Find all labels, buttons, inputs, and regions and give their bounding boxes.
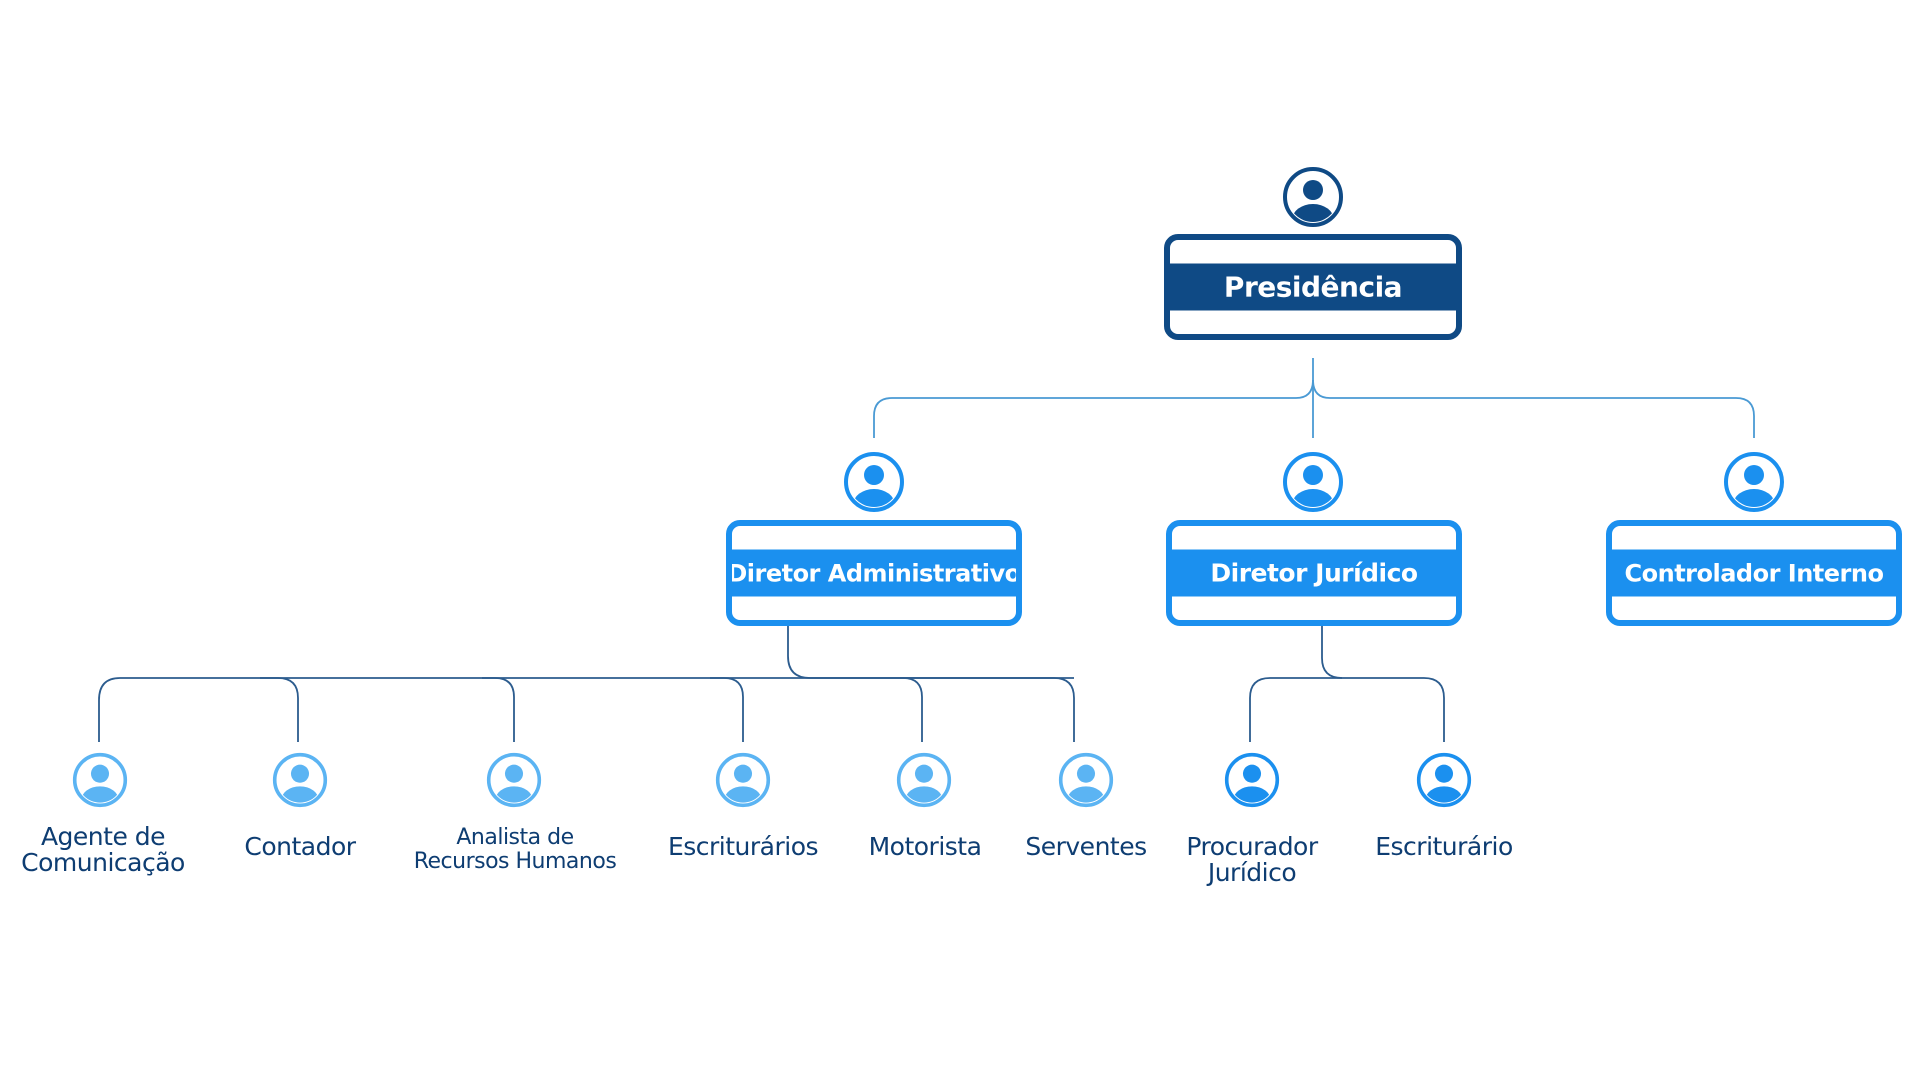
- connector-admin: [900, 677, 923, 742]
- staff-label-motorista: Motorista: [868, 832, 982, 861]
- connector-top: [873, 358, 1314, 438]
- user-icon: [1416, 752, 1472, 808]
- connector-top: [1312, 379, 1755, 438]
- user-icon: [1058, 752, 1114, 808]
- connector-admin: [482, 677, 515, 742]
- user-icon: [1282, 166, 1344, 228]
- staff-label-contador: Contador: [244, 832, 356, 861]
- user-icon: [715, 752, 771, 808]
- connector-admin: [710, 677, 744, 742]
- user-icon: [272, 752, 328, 808]
- connector-admin: [260, 677, 299, 742]
- staff-label-analista-rh: Analista de Recursos Humanos: [413, 825, 617, 874]
- connector-admin: [98, 677, 1074, 742]
- staff-label-escriturarios: Escriturários: [667, 832, 819, 861]
- controlador-interno-box[interactable]: Controlador Interno: [1606, 520, 1902, 626]
- presidencia-label: Presidência: [1170, 263, 1456, 311]
- user-icon: [843, 451, 905, 513]
- presidencia-box[interactable]: Presidência: [1164, 234, 1462, 340]
- staff-label-procurador-juridico: Procurador Jurídico: [1186, 832, 1318, 887]
- user-icon: [1224, 752, 1280, 808]
- diretor-juridico-label: Diretor Jurídico: [1172, 549, 1456, 597]
- diretor-juridico-box[interactable]: Diretor Jurídico: [1166, 520, 1462, 626]
- diretor-administrativo-label: Diretor Administrativo: [732, 549, 1016, 597]
- staff-label-serventes: Serventes: [1025, 832, 1147, 861]
- user-icon: [486, 752, 542, 808]
- user-icon: [72, 752, 128, 808]
- user-icon: [1723, 451, 1785, 513]
- connector-admin: [787, 626, 1075, 742]
- user-icon: [896, 752, 952, 808]
- diretor-administrativo-box[interactable]: Diretor Administrativo: [726, 520, 1022, 626]
- staff-label-escriturario: Escriturário: [1375, 832, 1513, 861]
- connector-juridico: [1321, 626, 1445, 742]
- connector-juridico: [1249, 677, 1342, 742]
- user-icon: [1282, 451, 1344, 513]
- staff-label-agente-comunicacao: Agente de Comunicação: [21, 822, 185, 877]
- controlador-interno-label: Controlador Interno: [1612, 549, 1896, 597]
